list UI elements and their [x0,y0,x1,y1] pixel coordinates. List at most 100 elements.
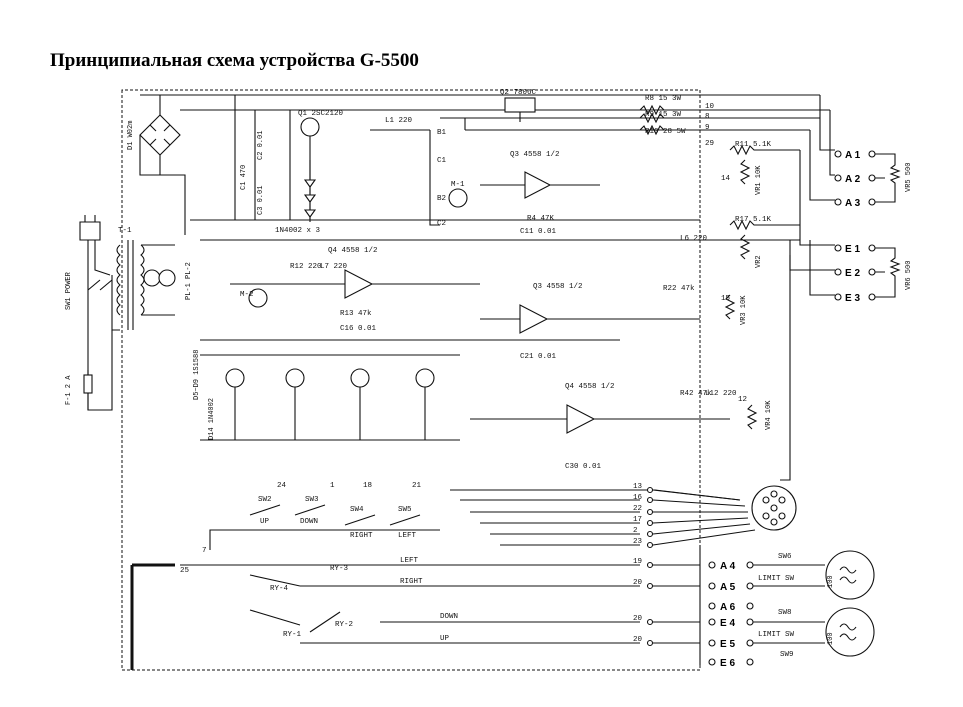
svg-text:R42 47k: R42 47k [680,390,712,398]
b1-node: B1 [437,129,447,137]
svg-text:R17 5.1K: R17 5.1K [735,216,772,224]
svg-text:Q4 4558 1/2: Q4 4558 1/2 [328,247,378,255]
svg-text:E 6: E 6 [720,658,735,669]
svg-text:Q4 4558 1/2: Q4 4558 1/2 [565,383,615,391]
svg-text:Q1 2SC2120: Q1 2SC2120 [298,110,344,118]
svg-text:20: 20 [633,636,643,644]
svg-text:SW9: SW9 [780,651,794,659]
primary-wire [111,275,120,331]
svg-text:21: 21 [412,482,422,490]
vr3-pot: VR3 10K [724,294,748,325]
svg-text:A 5: A 5 [720,582,736,593]
svg-text:L12 220: L12 220 [705,390,737,398]
ground-bus [130,563,175,670]
svg-text:24: 24 [277,482,287,490]
node-29: 29 [705,140,714,148]
svg-text:VR1 10K: VR1 10K [755,165,763,195]
page-title: Принципиальная схема устройства G-5500 [50,50,419,71]
azimuth-motor: SW6 LIMIT SW 100 [753,550,875,600]
c3-label: C3 0.01 [257,186,265,215]
svg-text:19: 19 [633,558,642,566]
l1-label: L1 220 [385,117,413,125]
svg-text:A 2: A 2 [845,174,861,185]
node-15: 15 [721,295,731,303]
svg-text:1N4002 x 3: 1N4002 x 3 [275,227,321,235]
q3-opamp-mid: Q3 4558 1/2 C21 0.01 R22 47k [480,283,700,361]
svg-text:R8 15 3W: R8 15 3W [645,95,682,103]
svg-text:RY-3: RY-3 [330,565,349,573]
outer-frame [121,89,701,671]
q2-regulator: Q2 7806C [500,89,537,122]
svg-text:F-1 2 A: F-1 2 A [65,375,73,405]
svg-text:E 4: E 4 [720,618,735,629]
svg-text:R22 47k: R22 47k [663,285,695,293]
vr2-pot: VR2 [739,234,763,268]
vr4-pot: VR4 10K [746,400,773,430]
q3-opamp-top: Q3 4558 1/2 R4 47K C11 0.01 [480,151,600,236]
q1-transistor: Q1 2SC2120 [289,110,344,220]
svg-text:A 4: A 4 [720,561,736,572]
svg-text:D1 W02m: D1 W02m [127,121,135,150]
r8-resistor: R8 15 3W [639,95,682,116]
svg-text:T-1: T-1 [118,227,132,235]
r10-resistor: R10 28 5W [639,124,686,136]
svg-text:RY-1: RY-1 [283,631,302,639]
terminal-block-bottom: A 4 A 5 A 6 E 4 E 5 E 6 [699,545,754,669]
svg-text:DOWN: DOWN [300,518,318,526]
svg-text:20: 20 [633,579,643,587]
svg-text:100: 100 [827,575,835,588]
r17-resistor: R17 5.1K [729,216,800,231]
svg-text:C30 0.01: C30 0.01 [565,463,602,471]
elevation-motor: SW8 LIMIT SW SW9 100 [753,607,875,659]
svg-text:C21 0.01: C21 0.01 [520,353,557,361]
svg-text:R12 220: R12 220 [290,263,322,271]
svg-text:17: 17 [633,516,642,524]
svg-text:R13 47k: R13 47k [340,310,372,318]
c2-label: C2 0.01 [257,131,265,160]
svg-text:VR6 500: VR6 500 [905,261,913,290]
svg-text:E 5: E 5 [720,639,735,650]
m2-meter: M-2 [240,288,268,308]
svg-text:RIGHT: RIGHT [400,578,423,586]
driver-transistors [200,354,460,441]
svg-text:20: 20 [633,615,643,623]
svg-text:L7 220: L7 220 [320,263,348,271]
svg-text:SW4: SW4 [350,506,364,514]
right-feed [780,240,791,481]
connector-pins: 13 16 22 17 2 23 [450,483,756,549]
d1-bridge-rectifier: D1 W02m [127,95,186,235]
svg-text:VR5 500: VR5 500 [905,163,913,192]
svg-text:100: 100 [827,632,835,645]
svg-text:UP: UP [440,635,450,643]
c1-node: C1 [437,157,447,165]
node-8: 8 [705,113,710,121]
svg-text:E 3: E 3 [845,293,860,304]
q4-opamp-low: Q4 4558 1/2 C30 0.01 R42 47k L12 220 [470,383,737,471]
svg-text:C11 0.01: C11 0.01 [520,228,557,236]
svg-text:LIMIT SW: LIMIT SW [758,631,795,639]
node-10: 10 [705,103,715,111]
c2-node: C2 [437,220,446,228]
svg-text:22: 22 [633,505,642,513]
svg-text:SW2: SW2 [258,496,272,504]
svg-text:13: 13 [633,483,643,491]
sw1-power-switch: SW1 POWER [65,271,113,310]
svg-text:Q2 7806C: Q2 7806C [500,89,537,97]
relay-row-updown: RY-2 RY-1 DOWN UP [249,609,640,644]
r9-resistor: R9 15 3W [639,111,682,124]
svg-text:LEFT: LEFT [400,557,419,565]
relay-row-left: RY-3 LEFT RIGHT RY-4 [249,557,640,593]
svg-text:VR2: VR2 [755,255,763,268]
b1-b2-column [429,130,440,226]
d5-d9-label: D5~D9 1S1588 [193,350,201,400]
svg-text:M-2: M-2 [240,291,254,299]
svg-text:SW1 POWER: SW1 POWER [65,271,73,310]
svg-text:A 3: A 3 [845,198,861,209]
svg-text:R10 28 5W: R10 28 5W [645,128,686,136]
svg-text:A 1: A 1 [845,150,861,161]
q4-opamp-mid: Q4 4558 1/2 R12 220 L7 220 R13 47k C16 0… [230,247,480,333]
svg-text:M-1: M-1 [451,181,465,189]
f1-fuse: F-1 2 A [65,330,113,411]
b2-node: B2 [437,195,446,203]
svg-text:R11 5.1K: R11 5.1K [735,141,772,149]
